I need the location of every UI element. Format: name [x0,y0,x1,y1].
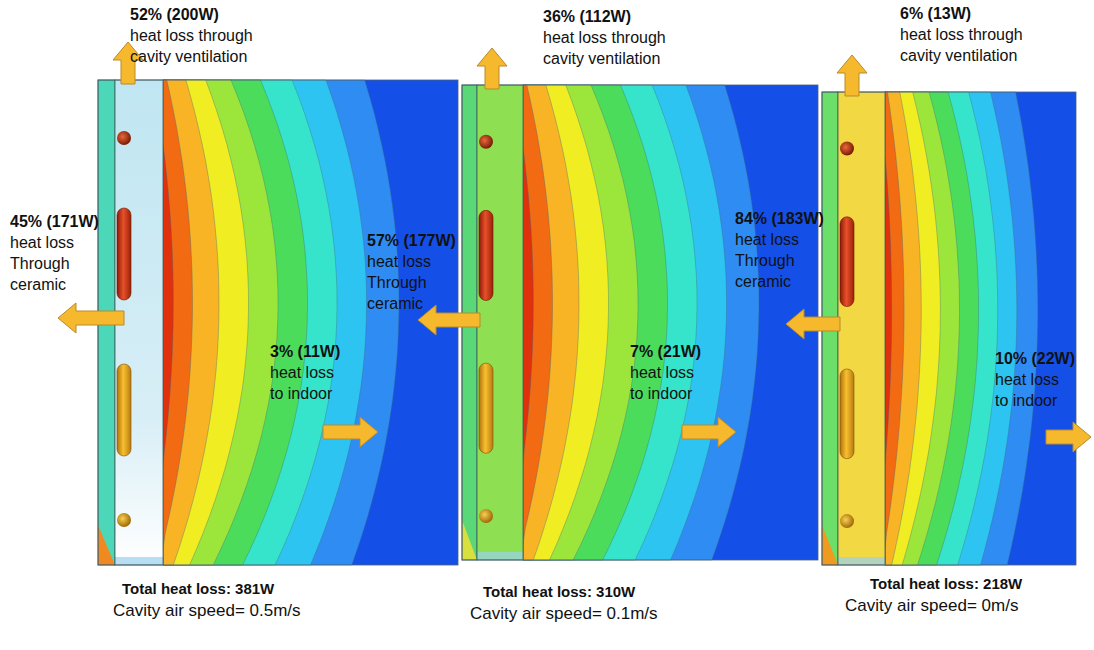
flow-description: heat loss Through ceramic [735,229,815,292]
contour-band [885,92,921,565]
contour-band [523,85,553,560]
percent-value: 52% (200W) [130,4,219,25]
wall-contour [885,92,1076,565]
cavity-bottom [115,557,163,565]
pipe-section [479,509,493,523]
contour-band [163,80,308,565]
ceramic-hot-corner [822,525,838,565]
air-speed: Cavity air speed= 0.5m/s [113,600,301,621]
pipe-orange [479,363,493,453]
heat-flow-arrow [477,48,507,89]
flow-description: heat loss through cavity ventilation [543,27,703,69]
flow-description: heat loss through cavity ventilation [900,24,1060,66]
contour-band [163,80,249,565]
contour-panel [822,92,1076,565]
pipe-section [840,142,854,156]
pipe-orange [840,369,854,459]
contour-band [523,85,759,560]
air-speed: Cavity air speed= 0m/s [845,595,1018,616]
contour-band [163,80,278,565]
contour-band [163,80,367,565]
wall-contour [523,85,818,560]
pipe-section [117,513,131,527]
heat-flow-arrow [58,303,124,333]
contour-band [885,92,904,565]
percent-value: 7% (21W) [630,341,701,362]
cavity-bottom [838,557,885,565]
pipe-section [840,514,854,528]
flow-description: heat loss Through ceramic [10,232,90,295]
wall-contour [163,80,458,565]
percent-value: 84% (183W) [735,208,824,229]
cavity-outline [838,92,885,565]
total-value: Total heat loss: 381W [122,578,274,599]
pipe-section [479,135,493,149]
percent-value: 10% (22W) [995,348,1075,369]
contour-band [523,85,579,560]
cavity-bottom [477,552,523,560]
flow-description: heat loss to indoor [270,362,348,404]
percent-value: 57% (177W) [367,230,456,251]
panel-outline [822,92,1076,565]
contour-band [885,92,998,565]
contour-band [523,85,533,560]
contour-band [163,80,337,565]
contour-band [163,80,193,565]
contour-band [885,92,1017,565]
percent-value: 45% (171W) [10,211,99,232]
air-cavity [838,92,885,565]
cavity-outline [477,85,523,560]
contour-band [163,80,399,565]
pipe-red [840,217,854,307]
contour-band [885,92,1038,565]
contour-band [885,92,892,565]
contour-band [523,85,697,560]
contour-band [885,92,960,565]
flow-description: heat loss to indoor [995,369,1073,411]
contour-band [523,85,609,560]
contour-panel [462,85,818,560]
contour-band [885,92,940,565]
pipe-section [117,131,131,145]
contour-band [885,92,979,565]
flow-description: heat loss Through ceramic [367,251,447,314]
pipe-red [117,208,131,300]
flow-description: heat loss through cavity ventilation [130,25,290,67]
ceramic-hot-corner [98,525,115,565]
heat-flow-arrow [786,309,840,339]
percent-value: 6% (13W) [900,3,971,24]
contour-band [163,80,173,565]
panel-outline [462,85,818,560]
flow-description: heat loss to indoor [630,362,708,404]
percent-value: 3% (11W) [270,341,340,362]
contour-band [523,85,638,560]
ceramic-hot-corner [462,520,477,560]
heat-flow-arrow [1046,422,1091,452]
heat-flow-arrow [418,305,480,335]
percent-value: 36% (112W) [543,6,631,27]
panel-outline [98,80,458,565]
air-cavity [477,85,523,560]
contour-band [163,80,219,565]
total-value: Total heat loss: 218W [870,573,1022,594]
heat-flow-arrow [682,417,736,447]
contour-band [523,85,727,560]
pipe-red [479,210,493,300]
contour-panel [98,80,458,565]
air-speed: Cavity air speed= 0.1m/s [470,603,658,624]
heat-flow-arrow [837,55,867,96]
heat-flow-arrow [323,417,378,447]
total-value: Total heat loss: 310W [483,581,635,602]
pipe-orange [117,364,131,456]
contour-band [523,85,668,560]
